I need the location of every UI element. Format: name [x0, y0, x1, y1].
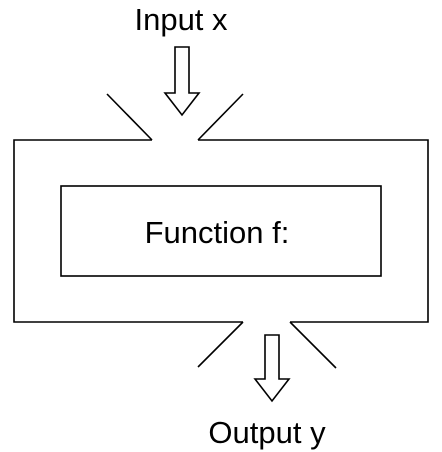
input-funnel-right — [197, 93, 244, 141]
input-arrow — [163, 46, 201, 117]
machine-body-outline — [13, 139, 429, 323]
function-label: Function f: — [145, 215, 290, 250]
output-funnel-right — [289, 321, 337, 369]
output-label: Output y — [208, 415, 326, 450]
function-box — [60, 185, 382, 277]
input-label: Input x — [134, 2, 228, 37]
input-funnel-left — [106, 93, 153, 141]
output-arrow — [253, 334, 291, 403]
output-funnel-left — [197, 321, 244, 368]
